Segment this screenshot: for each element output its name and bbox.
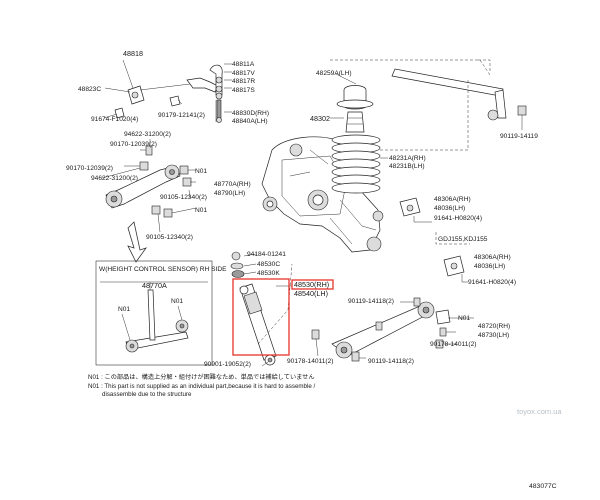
label-94622b: 94622-31200(2) (91, 175, 138, 182)
label-90901: 90901-19052(2) (204, 361, 251, 368)
label-48036-b: 48036(LH) (474, 263, 505, 270)
label-48790: 48790(LH) (214, 190, 245, 197)
footnote-english-1: N01 : This part is not supplied as an in… (88, 382, 316, 390)
label-90170a: 90170-12039(2) (110, 141, 157, 148)
part-number-highlight-box (291, 279, 334, 290)
label-48770A-rh: 48770A(RH) (214, 181, 251, 188)
footnote-english-2: disassemble due to the structure (102, 391, 192, 399)
figure-code: 483077C (529, 483, 557, 490)
shock-absorber-highlight-box (232, 278, 290, 356)
label-48306A-2: 48306A(RH) (474, 254, 511, 261)
label-48036-a: 48036(LH) (434, 205, 465, 212)
label-n01-e: N01 (171, 298, 183, 305)
label-48306A-1: 48306A(RH) (434, 196, 471, 203)
shock-absorber (230, 251, 334, 367)
label-91641-a: 91641-H0820(4) (434, 215, 482, 222)
footnote-block: N01 : この部品は、構造上分解・組付けが困難なため、単品では補給していません… (88, 374, 388, 400)
label-48823C: 48823C (78, 86, 101, 93)
label-90105a: 90105-12340(2) (160, 194, 207, 201)
label-48830D: 48830D(RH) (232, 110, 269, 117)
label-height-sensor: W(HEIGHT CONTROL SENSOR) RH SIDE (99, 266, 227, 273)
bump-stops (399, 197, 470, 283)
label-48302: 48302 (310, 114, 330, 123)
lower-control-arm (311, 297, 474, 362)
height-control-sensor-box (95, 260, 213, 366)
label-gdj155: GDJ155,KDJ155 (438, 236, 488, 243)
label-91641-b: 91641-H0820(4) (468, 279, 516, 286)
coil-spring (330, 73, 469, 194)
upper-control-arm (101, 139, 197, 263)
stabilizer-link-group (103, 59, 232, 123)
label-90178a: 90178-14011(2) (430, 341, 476, 348)
label-94622a: 94622-31200(2) (124, 131, 171, 138)
label-48231B: 48231B(LH) (389, 163, 425, 170)
stabilizer-bar (330, 59, 527, 130)
label-48730: 48730(LH) (478, 332, 509, 339)
label-n01-a: N01 (195, 168, 207, 175)
label-48540: 48540(LH) (294, 289, 328, 298)
label-48840A: 48840A(LH) (232, 118, 268, 125)
label-48530K: 48530K (257, 270, 280, 277)
label-n01-d: N01 (118, 306, 130, 313)
label-90119b: 90119-14118(2) (348, 298, 394, 305)
footnote-japanese: N01 : この部品は、構造上分解・組付けが困難なため、単品では補給していません (88, 374, 315, 381)
label-48231A: 48231A(RH) (389, 155, 426, 162)
label-48811A: 48811A (232, 61, 255, 68)
label-94184: 94184-01241 (247, 251, 286, 258)
label-90119c: 90119-14118(2) (368, 358, 414, 365)
axle-hub-assembly (261, 136, 384, 253)
label-n01-c: N01 (458, 315, 470, 322)
label-90170b: 90170-12039(2) (66, 165, 113, 172)
label-48818: 48818 (123, 49, 143, 58)
label-90105b: 90105-12340(2) (146, 234, 193, 241)
label-91674: 91674-F1020(4) (91, 116, 138, 123)
part-labels: 48818 48823C 91674-F1020(4) 48811A 48817… (66, 49, 538, 368)
label-48817R: 48817R (232, 78, 255, 85)
label-48259A: 48259A(LH) (316, 70, 352, 77)
watermark: toyox.com.ua (517, 407, 562, 416)
label-90179: 90179-12141(2) (158, 112, 205, 119)
label-n01-b: N01 (195, 207, 207, 214)
label-90119a: 90119-14119 (500, 133, 538, 140)
label-48770A-box: 48770A (142, 281, 167, 290)
label-48817V: 48817V (232, 70, 255, 77)
label-48530C: 48530C (257, 261, 280, 268)
label-90178b: 90178-14011(2) (287, 358, 333, 365)
label-48530: 48530(RH) (294, 280, 329, 289)
label-48817S: 48817S (232, 87, 255, 94)
label-48720: 48720(RH) (478, 323, 510, 330)
